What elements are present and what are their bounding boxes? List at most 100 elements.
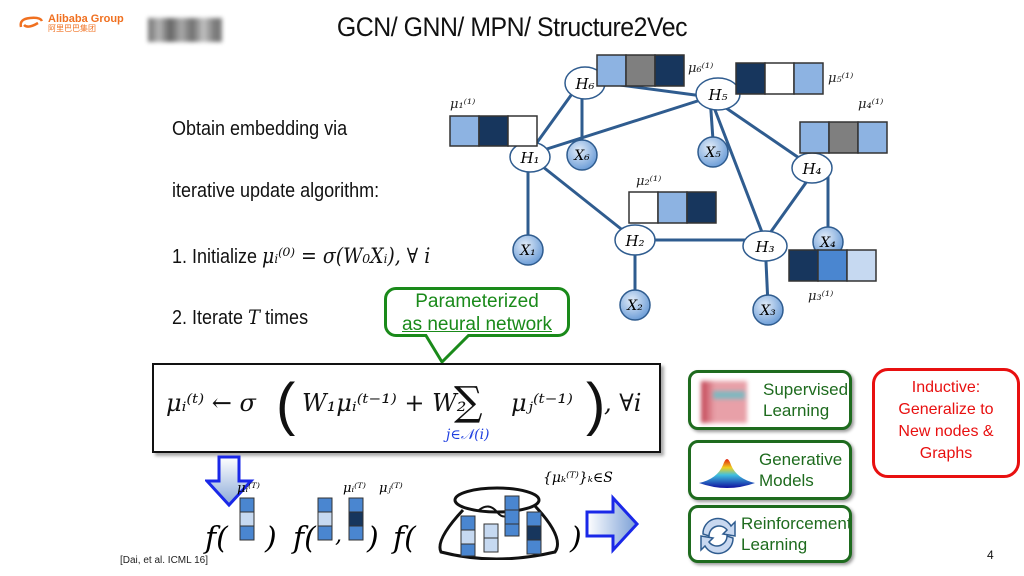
- supervised-image-icon: [701, 381, 747, 423]
- gaussian-surface-icon: [699, 459, 755, 488]
- svg-text:H₅: H₅: [707, 86, 727, 104]
- inductive-line-2: Generalize to: [898, 401, 994, 418]
- node-h5: H₅: [695, 77, 741, 111]
- node-x5: X₅: [697, 136, 729, 168]
- readout-node-vector: [239, 497, 255, 541]
- label-mu6: μ₆⁽¹⁾: [688, 61, 713, 76]
- svg-text:H₁: H₁: [519, 149, 539, 167]
- reinforcement-line-1: Reinforcement: [741, 514, 852, 533]
- blurred-partner-logo: [148, 18, 222, 42]
- formula-lhs: μᵢ⁽ᵗ⁾ ← σ: [166, 389, 256, 417]
- formula-tail: , ∀i: [604, 389, 642, 417]
- inductive-line-4: Graphs: [919, 445, 973, 462]
- formula-sum-subscript: j∈𝒩(i): [446, 427, 490, 443]
- reinforcement-text: Reinforcement Learning: [741, 513, 852, 555]
- embedding-mu6: [596, 54, 685, 87]
- readout-close-3: ): [569, 521, 582, 556]
- readout-comma: ,: [335, 523, 342, 548]
- readout-mu-j-label: μⱼ⁽ᵀ⁾: [379, 481, 403, 496]
- svg-text:X₆: X₆: [573, 148, 590, 164]
- neural-network-callout: Parameterized as neural network: [384, 287, 570, 337]
- label-mu3: μ₃⁽¹⁾: [808, 289, 833, 304]
- cycle-arrows-icon: [700, 517, 736, 555]
- app-supervised-learning: Supervised Learning: [688, 370, 852, 430]
- supervised-line-2: Learning: [763, 401, 830, 420]
- embedding-mu5: [735, 62, 824, 95]
- readout-f-graph: f(: [391, 521, 417, 556]
- app-reinforcement-learning: Reinforcement Learning: [688, 505, 852, 563]
- readout-f-node: f(: [203, 521, 229, 556]
- node-h2: H₂: [614, 224, 656, 256]
- text-line-1: Obtain embedding via: [172, 118, 348, 140]
- graph-diagram: X₁ X₂ X₃ X₄ X₅ X₆ H₁ H₂ H₃ H₄ H₅ H₆: [449, 54, 888, 326]
- svg-text:X₂: X₂: [626, 298, 643, 314]
- readout-edge-vectors: [317, 497, 364, 541]
- label-mu5: μ₅⁽¹⁾: [828, 71, 853, 86]
- readout-f-edge: f(: [291, 521, 317, 556]
- readout-row: f( μᵢ⁽ᵀ⁾ ) f( μᵢ⁽ᵀ⁾ μⱼ⁽ᵀ⁾ , ) f( {μₖ⁽ᵀ⁾}…: [203, 470, 640, 560]
- formula-term1: W₁μᵢ⁽ᵗ⁻¹⁾ + W₂: [302, 389, 467, 417]
- edge-h5-h3: [708, 96, 767, 241]
- callout-pointer: [423, 334, 472, 365]
- svg-text:H₄: H₄: [801, 160, 821, 178]
- edge-h1-h5: [527, 95, 711, 157]
- svg-text:H₆: H₆: [574, 75, 594, 93]
- svg-text:X₅: X₅: [704, 145, 721, 161]
- step-2: 2. Iterate T times: [172, 305, 308, 330]
- inductive-line-1: Inductive:: [911, 379, 981, 396]
- reinforcement-line-2: Learning: [741, 535, 808, 554]
- svg-text:X₁: X₁: [519, 243, 536, 259]
- embedding-labels: μ₁⁽¹⁾ μ₆⁽¹⁾ μ₅⁽¹⁾ μ₄⁽¹⁾ μ₂⁽¹⁾ μ₃⁽¹⁾: [450, 61, 883, 304]
- svg-text:H₂: H₂: [624, 232, 644, 250]
- step-2-prefix: 2. Iterate: [172, 307, 249, 329]
- generative-text: Generative Models: [759, 449, 842, 491]
- callout-line-1: Parameterized: [415, 291, 539, 312]
- update-formula-box: μᵢ⁽ᵗ⁾ ← σ ( W₁μᵢ⁽ᵗ⁻¹⁾ + W₂ ∑ j∈𝒩(i) μⱼ⁽ᵗ…: [152, 363, 661, 453]
- generative-line-2: Models: [759, 471, 814, 490]
- embedding-mu3: [788, 249, 877, 282]
- inductive-box: Inductive: Generalize to New nodes & Gra…: [872, 368, 1020, 478]
- readout-mu-i-label-2: μᵢ⁽ᵀ⁾: [343, 481, 366, 496]
- readout-close-2: ): [366, 521, 379, 556]
- readout-set-label: {μₖ⁽ᵀ⁾}ₖ∈S: [543, 470, 613, 486]
- alibaba-swoosh-icon: [19, 16, 44, 28]
- node-x6: X₆: [566, 139, 598, 171]
- formula-sum: ∑: [454, 379, 483, 425]
- embedding-mu4: [799, 121, 888, 154]
- page-number: 4: [987, 548, 994, 562]
- formula-open-paren: (: [276, 372, 296, 437]
- readout-set-vectors: [460, 495, 542, 557]
- formula-term2: μⱼ⁽ᵗ⁻¹⁾: [511, 389, 573, 417]
- node-x2: X₂: [619, 289, 651, 321]
- supervised-line-1: Supervised: [763, 380, 849, 399]
- label-mu4: μ₄⁽¹⁾: [858, 97, 883, 112]
- formula-close-paren: ): [586, 372, 606, 437]
- step-1: 1. Initialize μᵢ⁽⁰⁾ = σ(W₀Xᵢ), ∀ i: [172, 244, 430, 269]
- embedding-mu2: [628, 191, 717, 224]
- step-1-prefix: 1. Initialize: [172, 246, 263, 268]
- hidden-nodes: H₁ H₂ H₃ H₄ H₅ H₆: [509, 66, 833, 262]
- node-x3: X₃: [752, 294, 784, 326]
- slide-title: GCN/ GNN/ MPN/ Structure2Vec: [336, 12, 688, 42]
- edge-h1-h2: [527, 153, 636, 242]
- svg-text:H₃: H₃: [754, 238, 774, 256]
- step-2-suffix: times: [260, 307, 309, 329]
- label-mu2: μ₂⁽¹⁾: [636, 174, 661, 189]
- supervised-text: Supervised Learning: [763, 379, 848, 421]
- node-h1: H₁: [509, 141, 551, 173]
- svg-text:X₃: X₃: [759, 303, 776, 319]
- node-h6: H₆: [564, 66, 606, 100]
- generative-line-1: Generative: [759, 450, 843, 469]
- logo-brand: Alibaba Group: [48, 13, 124, 25]
- embedding-vectors: [449, 54, 888, 282]
- callout-line-2: as neural network: [402, 314, 552, 335]
- down-arrow-icon: [205, 455, 255, 508]
- text-line-2: iterative update algorithm:: [172, 180, 380, 202]
- citation: [Dai, et al. ICML 16]: [120, 555, 208, 566]
- step-2-var: T: [248, 305, 261, 329]
- node-h4: H₄: [791, 152, 833, 184]
- svg-text:X₄: X₄: [819, 235, 836, 251]
- step-1-math: μᵢ⁽⁰⁾ = σ(W₀Xᵢ), ∀ i: [262, 244, 431, 268]
- readout-close-1: ): [264, 521, 277, 556]
